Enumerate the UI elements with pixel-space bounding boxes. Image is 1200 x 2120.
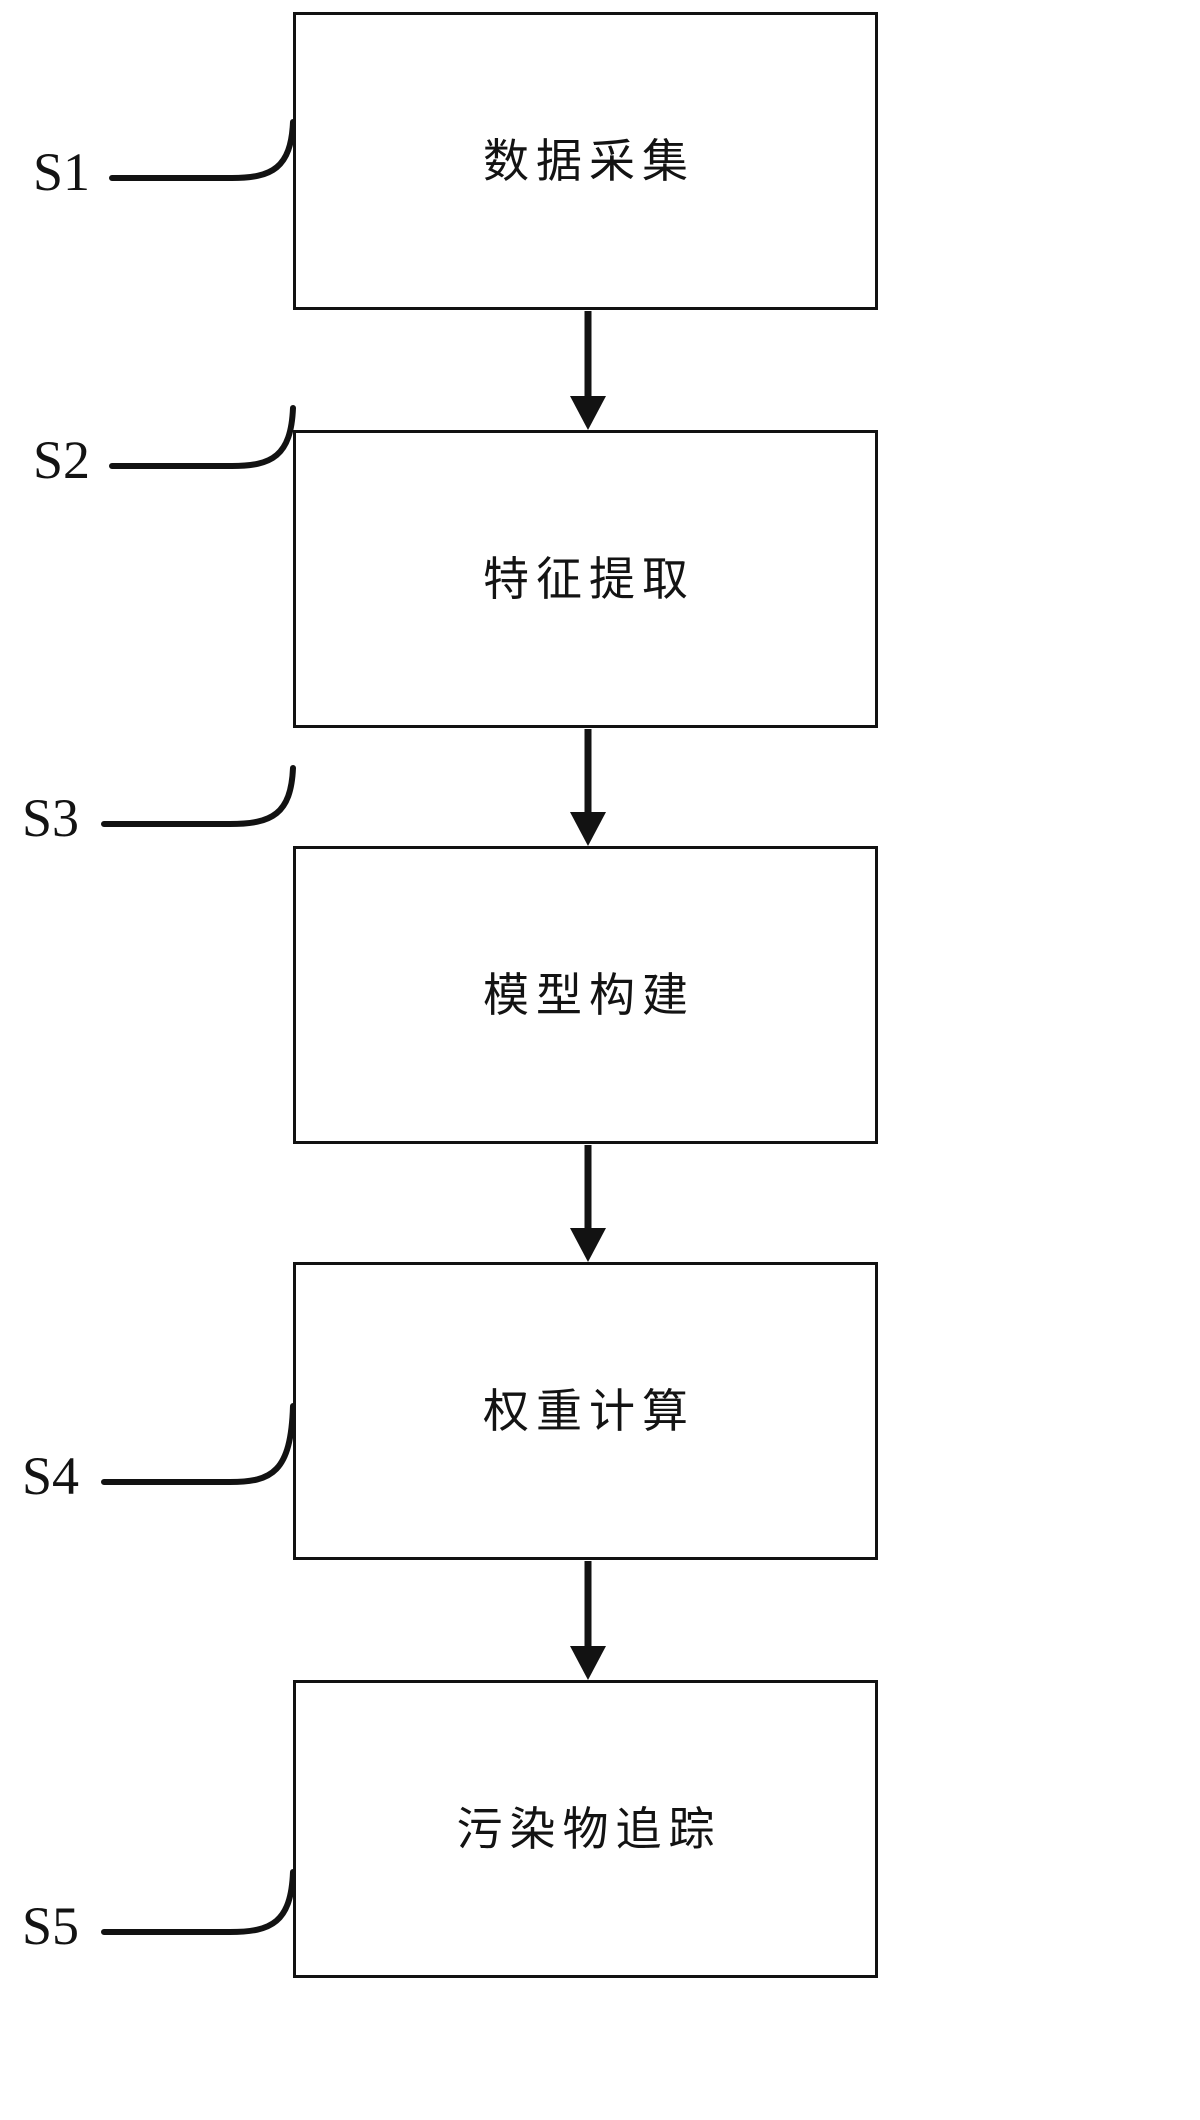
step-tag-s4: S4 [22, 1446, 80, 1506]
step-box-s1: 数据采集 [293, 12, 878, 310]
step-box-s3: 模型构建 [293, 846, 878, 1144]
step-box-label-s3: 模型构建 [483, 968, 695, 1022]
leader-line-s2 [109, 405, 296, 469]
step-tag-s5: S5 [22, 1896, 80, 1956]
connector-arrow-s1-s2 [570, 311, 606, 430]
step-box-s5: 污染物追踪 [293, 1680, 878, 1978]
step-tag-s1: S1 [33, 142, 91, 202]
step-box-label-s1: 数据采集 [483, 134, 695, 188]
leader-line-s4 [101, 1403, 296, 1485]
step-box-s4: 权重计算 [293, 1262, 878, 1560]
leader-line-s5 [101, 1869, 296, 1935]
connector-arrow-s4-s5 [570, 1561, 606, 1680]
step-box-label-s4: 权重计算 [483, 1384, 695, 1438]
leader-line-s1 [109, 119, 296, 181]
connector-arrow-s2-s3 [570, 729, 606, 846]
step-tag-s3: S3 [22, 788, 80, 848]
leader-line-s3 [101, 765, 296, 827]
step-box-s2: 特征提取 [293, 430, 878, 728]
step-box-label-s2: 特征提取 [483, 552, 695, 606]
step-box-label-s5: 污染物追踪 [456, 1802, 722, 1856]
connector-arrow-s3-s4 [570, 1145, 606, 1262]
step-tag-s2: S2 [33, 430, 91, 490]
